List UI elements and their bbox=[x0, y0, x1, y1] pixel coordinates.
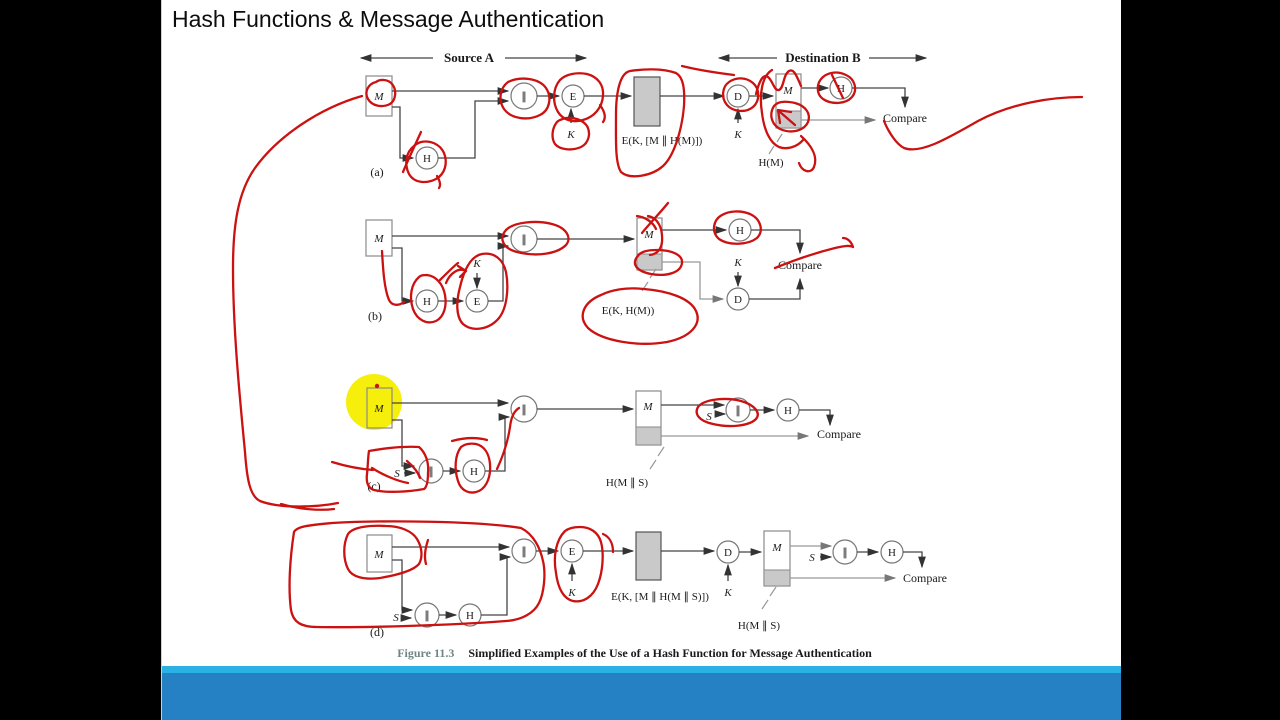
svg-text:∥: ∥ bbox=[424, 610, 430, 622]
compare-label: Compare bbox=[903, 571, 947, 585]
destination-b-label: Destination B bbox=[785, 50, 861, 65]
salt-label: S bbox=[393, 612, 399, 624]
svg-text:H: H bbox=[736, 225, 744, 237]
svg-text:∥: ∥ bbox=[428, 466, 434, 478]
scheme-b: M H E K ∥ M H K D Co bbox=[365, 217, 822, 323]
slide-title: Hash Functions & Message Authentication bbox=[172, 6, 605, 32]
svg-text:∥: ∥ bbox=[842, 547, 848, 559]
svg-text:∥: ∥ bbox=[521, 546, 527, 558]
hash-label: H(M ∥ S) bbox=[606, 477, 649, 489]
svg-text:∥: ∥ bbox=[521, 404, 527, 416]
cipher-label: E(K, [M ∥ H(M ∥ S)]) bbox=[611, 591, 709, 603]
svg-text:M: M bbox=[642, 401, 653, 413]
ciphertext-block bbox=[635, 531, 662, 581]
svg-text:D: D bbox=[734, 294, 742, 306]
key-label: K bbox=[733, 129, 742, 141]
figure-number: Figure 11.3 bbox=[397, 646, 455, 660]
hash-label: H(M) bbox=[758, 157, 783, 169]
svg-text:D: D bbox=[724, 547, 732, 559]
key-label: K bbox=[723, 587, 732, 599]
svg-text:∥: ∥ bbox=[735, 405, 741, 417]
cipher-label: E(K, [M ∥ H(M)]) bbox=[622, 135, 703, 147]
scheme-c: M S ∥ H ∥ M S ∥ H Co bbox=[366, 387, 861, 493]
cipher-label: E(K, H(M)) bbox=[602, 305, 655, 317]
ciphertext-block bbox=[633, 76, 661, 127]
source-a-label: Source A bbox=[444, 50, 495, 65]
svg-text:D: D bbox=[734, 91, 742, 103]
svg-text:M: M bbox=[373, 549, 384, 561]
scheme-tag: (a) bbox=[370, 165, 383, 179]
svg-text:E: E bbox=[474, 296, 481, 308]
svg-text:∥: ∥ bbox=[521, 91, 527, 103]
svg-text:E: E bbox=[569, 546, 576, 558]
appended-hash-field bbox=[635, 426, 662, 446]
svg-text:M: M bbox=[643, 229, 654, 241]
compare-label: Compare bbox=[817, 427, 861, 441]
footer-bar bbox=[162, 673, 1121, 720]
appended-hash-field bbox=[763, 569, 791, 587]
hash-label: H(M ∥ S) bbox=[738, 620, 781, 632]
letterbox-right bbox=[1121, 0, 1280, 720]
svg-text:∥: ∥ bbox=[521, 234, 527, 246]
key-label: K bbox=[472, 258, 481, 270]
scheme-tag: (d) bbox=[370, 625, 384, 639]
message-label: M bbox=[373, 91, 384, 103]
yellow-highlight bbox=[346, 374, 402, 430]
appended-mac-field bbox=[636, 253, 663, 271]
key-label: K bbox=[567, 587, 576, 599]
message-block bbox=[365, 75, 393, 117]
scheme-a: M H ∥ E K E(K, [M ∥ H(M)]) D K M bbox=[365, 73, 927, 179]
message-block bbox=[366, 387, 393, 429]
letterbox-left bbox=[0, 0, 161, 720]
svg-text:H: H bbox=[470, 466, 478, 478]
svg-text:H: H bbox=[423, 296, 431, 308]
red-ink-annotations bbox=[231, 64, 1084, 629]
svg-text:H: H bbox=[466, 610, 474, 622]
scheme-d: M S ∥ H ∥ E K E(K, [M ∥ H(M ∥ S)]) D bbox=[366, 530, 947, 639]
scheme-tag: (b) bbox=[368, 309, 382, 323]
key-label: K bbox=[566, 129, 575, 141]
svg-text:H: H bbox=[837, 83, 845, 95]
source-destination-header: Source A Destination B bbox=[359, 50, 928, 65]
key-label: K bbox=[733, 257, 742, 269]
salt-label: S bbox=[706, 411, 712, 423]
svg-text:M: M bbox=[373, 403, 384, 415]
compare-label: Compare bbox=[883, 111, 927, 125]
svg-text:E: E bbox=[570, 91, 577, 103]
salt-label: S bbox=[809, 552, 815, 564]
message-block bbox=[365, 219, 393, 257]
message-block bbox=[366, 534, 393, 573]
svg-text:H: H bbox=[888, 547, 896, 559]
svg-text:M: M bbox=[373, 233, 384, 245]
salt-label: S bbox=[394, 468, 400, 480]
svg-text:H: H bbox=[423, 153, 431, 165]
footer-accent-bar bbox=[162, 666, 1121, 673]
svg-text:H: H bbox=[784, 405, 792, 417]
figure-caption: Figure 11.3 Simplified Examples of the Us… bbox=[162, 646, 1107, 661]
svg-text:M: M bbox=[782, 85, 793, 97]
svg-text:M: M bbox=[771, 542, 782, 554]
figure-caption-text: Simplified Examples of the Use of a Hash… bbox=[468, 646, 872, 660]
